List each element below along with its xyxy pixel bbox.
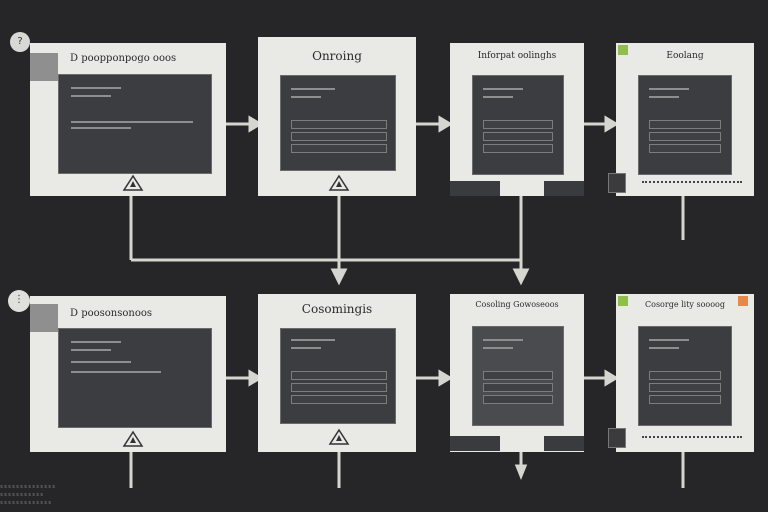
card-title: D poosonsonoos — [70, 308, 152, 319]
list-row — [483, 371, 553, 380]
text-line — [483, 347, 513, 349]
list-row — [291, 120, 387, 129]
card-handle — [608, 173, 626, 193]
warning-icon — [328, 428, 350, 445]
card-title: Cosoling Gowoseoos — [475, 300, 559, 309]
card-corner-badge — [30, 53, 58, 81]
flow-card-2-1: D poosonsonoos — [30, 296, 226, 452]
dotted-divider — [642, 436, 742, 439]
card-screen — [638, 75, 732, 175]
card-tab — [450, 181, 500, 196]
card-screen — [638, 326, 732, 426]
text-line — [483, 88, 523, 90]
card-screen — [472, 326, 564, 426]
flow-card-1-2: Onroing — [258, 37, 416, 196]
menu-bubble-icon: ⋮ — [8, 290, 30, 312]
list-row — [649, 132, 721, 141]
text-line — [71, 341, 121, 343]
card-title: D poopponpogo ooos — [70, 53, 177, 64]
footer-text-line: sssssssssss — [0, 492, 45, 498]
flow-card-2-4: Cosorge lity soooog — [608, 294, 754, 452]
status-indicator-orange — [738, 296, 748, 306]
list-row — [291, 383, 387, 392]
list-row — [483, 120, 553, 129]
list-row — [291, 371, 387, 380]
card-title: Inforpat oolinghs — [477, 51, 557, 61]
card-handle — [608, 428, 626, 448]
card-title: Eoolang — [666, 51, 704, 61]
flow-card-1-4: Eoolang — [608, 43, 754, 196]
card-screen — [472, 75, 564, 175]
card-screen — [58, 74, 212, 174]
card-title: Onroing — [312, 49, 362, 63]
footer-text-line: sssssssssssss — [0, 500, 53, 506]
status-indicator-green — [618, 296, 628, 306]
info-bubble-icon: ? — [10, 32, 30, 52]
list-row — [649, 144, 721, 153]
text-line — [291, 88, 335, 90]
card-tab-active — [502, 181, 542, 196]
list-row — [291, 144, 387, 153]
warning-icon — [122, 174, 144, 191]
card-tab — [544, 181, 584, 196]
text-line — [291, 339, 335, 341]
flow-card-2-3: Cosoling Gowoseoos — [450, 294, 584, 452]
text-line — [71, 95, 111, 97]
list-row — [483, 144, 553, 153]
card-tab-active — [502, 436, 542, 451]
text-line — [71, 127, 131, 129]
flow-card-1-3: Inforpat oolinghs — [450, 43, 584, 196]
list-row — [291, 132, 387, 141]
list-row — [483, 383, 553, 392]
text-line — [71, 361, 131, 363]
card-screen — [280, 328, 396, 424]
card-corner-badge — [30, 304, 58, 332]
text-line — [649, 347, 679, 349]
warning-icon — [328, 174, 350, 191]
text-line — [71, 87, 121, 89]
list-row — [483, 132, 553, 141]
text-line — [291, 96, 321, 98]
flow-card-1-1: D poopponpogo ooos — [30, 43, 226, 196]
list-row — [649, 395, 721, 404]
card-screen — [280, 75, 396, 171]
card-title: Cosorge lity soooog — [645, 300, 725, 309]
card-tab — [450, 436, 500, 451]
text-line — [483, 96, 513, 98]
list-row — [649, 120, 721, 129]
text-line — [71, 349, 111, 351]
text-line — [291, 347, 321, 349]
dotted-divider — [642, 181, 742, 184]
list-row — [649, 371, 721, 380]
list-row — [649, 383, 721, 392]
footer-text-line: ssssssssssssss — [0, 484, 57, 490]
text-line — [71, 371, 161, 373]
text-line — [649, 88, 689, 90]
text-line — [71, 121, 193, 123]
card-screen — [58, 328, 212, 428]
list-row — [483, 395, 553, 404]
card-title: Cosomingis — [301, 302, 373, 316]
warning-icon — [122, 430, 144, 447]
text-line — [649, 339, 689, 341]
list-row — [291, 395, 387, 404]
flow-card-2-2: Cosomingis — [258, 294, 416, 452]
text-line — [483, 339, 523, 341]
card-tab — [544, 436, 584, 451]
status-indicator-green — [618, 45, 628, 55]
text-line — [649, 96, 679, 98]
